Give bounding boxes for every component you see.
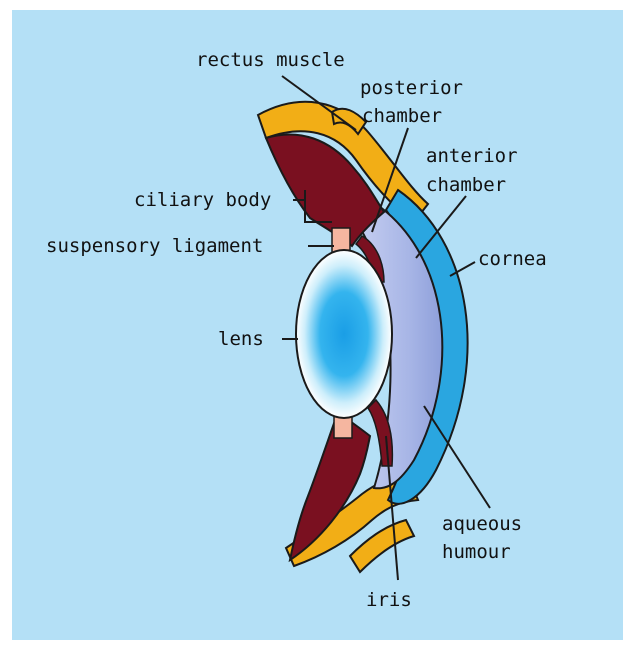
- label-posterior: posterior: [360, 77, 463, 99]
- label-posterior-chamber: chamber: [362, 105, 442, 127]
- label-rectus-muscle: rectus muscle: [196, 49, 345, 71]
- lens-shape: [296, 250, 392, 418]
- label-iris: iris: [366, 589, 412, 611]
- label-suspensory-ligament: suspensory ligament: [46, 235, 263, 257]
- label-aqueous: aqueous: [442, 513, 522, 535]
- label-humour: humour: [442, 541, 511, 563]
- label-cornea: cornea: [478, 248, 547, 270]
- label-anterior: anterior: [426, 145, 518, 167]
- label-anterior-chamber: chamber: [426, 174, 506, 196]
- label-lens: lens: [218, 328, 264, 350]
- label-ciliary-body: ciliary body: [134, 189, 271, 211]
